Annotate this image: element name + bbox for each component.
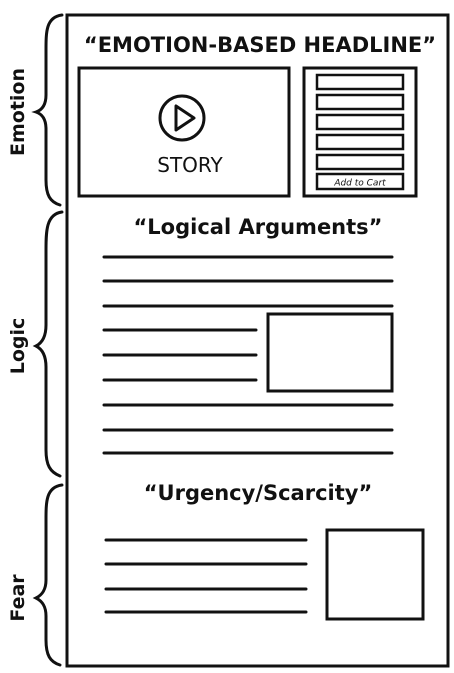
fear-section-label: Fear [7, 574, 29, 622]
logic-heading: “Logical Arguments” [134, 215, 383, 239]
cart-option-field[interactable] [315, 133, 405, 151]
headline: “EMOTION-BASED HEADLINE” [84, 33, 436, 57]
add-to-cart-button[interactable] [315, 172, 405, 191]
cart-option-field[interactable] [315, 93, 405, 111]
cart-option-field[interactable] [315, 113, 405, 131]
urgency-heading: “Urgency/Scarcity” [144, 481, 373, 505]
play-triangle [174, 104, 196, 132]
urgency-image-box [325, 528, 425, 621]
cart-option-field[interactable] [315, 153, 405, 171]
emotion-brace [31, 13, 64, 207]
emotion-section-label: Emotion [7, 68, 29, 156]
fear-brace [32, 483, 64, 667]
add-to-cart-label: Add to Cart [333, 179, 386, 189]
logic-brace [32, 210, 64, 478]
cart-option-field[interactable] [315, 73, 405, 91]
play-icon[interactable] [158, 94, 206, 142]
logic-image-box [266, 312, 394, 393]
story-label: STORY [157, 153, 223, 177]
logic-section-label: Logic [7, 318, 29, 375]
